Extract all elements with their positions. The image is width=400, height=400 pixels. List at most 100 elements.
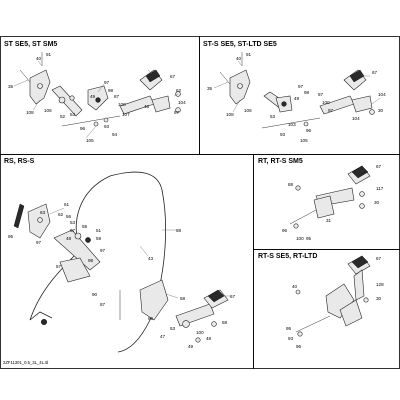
panel-frame-rtse [253,249,400,369]
rs-cable-connector [41,319,48,326]
callout-rt: 95 [306,236,312,241]
callout-rs: 58 [82,224,88,229]
callout-st: 67 [170,74,176,79]
callout-rt: 100 [296,236,304,241]
callout-rtse: 93 [288,336,294,341]
callout-st: 62 [176,88,182,93]
callout-st: 35 [8,84,14,89]
callout-rs: 48 [66,236,72,241]
callout-sts: 40 [236,56,242,61]
panel-title-st: ST SE5, ST SM5 [4,41,57,48]
rtse-rod-end [297,331,303,337]
callout-sts: 104 [378,92,386,97]
callout-rt: 31 [326,218,332,223]
rtse-clip [363,297,369,303]
callout-rs: 100 [196,330,204,335]
callout-sts: 103 [288,122,296,127]
st-washer [69,95,75,101]
st-pivot-nut [95,97,101,103]
rt-rod [289,209,317,225]
callout-rs: 57 [56,264,62,269]
callout-st: 105 [86,138,94,143]
figure-code: 2ZF11301_0.5_3L_4L.5l [3,360,48,365]
callout-rtse: 128 [376,282,384,287]
callout-rs: 43 [148,256,154,261]
callout-st: 107 [122,112,130,117]
st-clip [175,107,181,113]
callout-rt: 30 [374,200,380,205]
callout-sts: 67 [372,70,378,75]
callout-rs: 63 [40,210,46,215]
callout-sts: 96 [306,128,312,133]
sts-leader-lines [213,60,381,113]
callout-sts: 108 [226,112,234,117]
sts-shift-rod [261,117,321,129]
callout-st: 98 [108,88,114,93]
rtse-pedal-rubber [351,255,369,269]
callout-st: 94 [112,132,118,137]
callout-st: 96 [80,126,86,131]
callout-rs: 66 [148,316,154,321]
callout-st: 91 [46,52,52,57]
sts-bracket-hole [237,83,243,89]
callout-rt: 67 [376,164,382,169]
callout-rs: 53 [170,326,176,331]
rs-washer [195,337,201,343]
callout-sts: 104 [352,116,360,121]
callout-rs: 53 [70,220,76,225]
rs-pivot [182,320,190,328]
st-bushing [58,96,66,104]
sts-pivot-nut [281,101,287,107]
st-assembly-drawing [19,52,181,127]
st-rod-end [103,117,109,123]
sts-assembly-drawing [219,52,375,129]
rt-pin [359,191,365,197]
callout-sts: 35 [207,86,213,91]
callout-sts: 97 [328,108,334,113]
callout-st: 108 [26,110,34,115]
rs-leader-lines [49,207,230,299]
callout-rt: 117 [376,186,384,191]
rtse-shift-lever [339,299,363,327]
callout-rs: 58 [180,296,186,301]
callout-st: 106 [44,108,52,113]
callout-st: 104 [178,100,186,105]
callout-st: 40 [36,56,42,61]
callout-st: 48 [144,104,150,109]
rtse-rod [295,315,331,333]
sts-spacer [303,121,309,127]
callout-sts: 105 [300,138,308,143]
panel-title-rs: RS, RS-S [4,158,35,165]
callout-rs: 62 [58,212,64,217]
st-screw [19,69,31,83]
callout-rs: 88 [176,228,182,233]
st-spacer [93,121,99,127]
rs-bushing [74,232,82,240]
sts-clip [369,109,375,115]
rs-shift-cable [29,171,166,353]
callout-rs: 98 [88,258,94,263]
callout-rtse: 30 [376,296,382,301]
callout-rtse: 40 [292,284,298,289]
rs-clip [211,321,217,327]
rs-assembly-drawing [13,171,229,353]
callout-rs: 56 [66,214,72,219]
st-leader-lines [13,60,179,139]
callout-sts: 49 [294,96,300,101]
callout-sts: 98 [304,90,310,95]
callout-rs: 47 [160,334,166,339]
callout-rs: 87 [100,302,106,307]
callout-rs: 95 [8,234,14,239]
sts-shift-lever [319,95,355,115]
rs-shift-lever [175,303,215,327]
rtse-pedal-arm [353,269,365,301]
rtse-bolt [295,289,301,295]
callout-st: 87 [114,94,120,99]
callout-rs: 58 [222,320,228,325]
st-shift-rod [61,115,121,127]
callout-rtse: 95 [286,326,292,331]
rs-nut [85,237,91,243]
rs-return-spring [13,203,25,229]
callout-rs: 97 [36,240,42,245]
